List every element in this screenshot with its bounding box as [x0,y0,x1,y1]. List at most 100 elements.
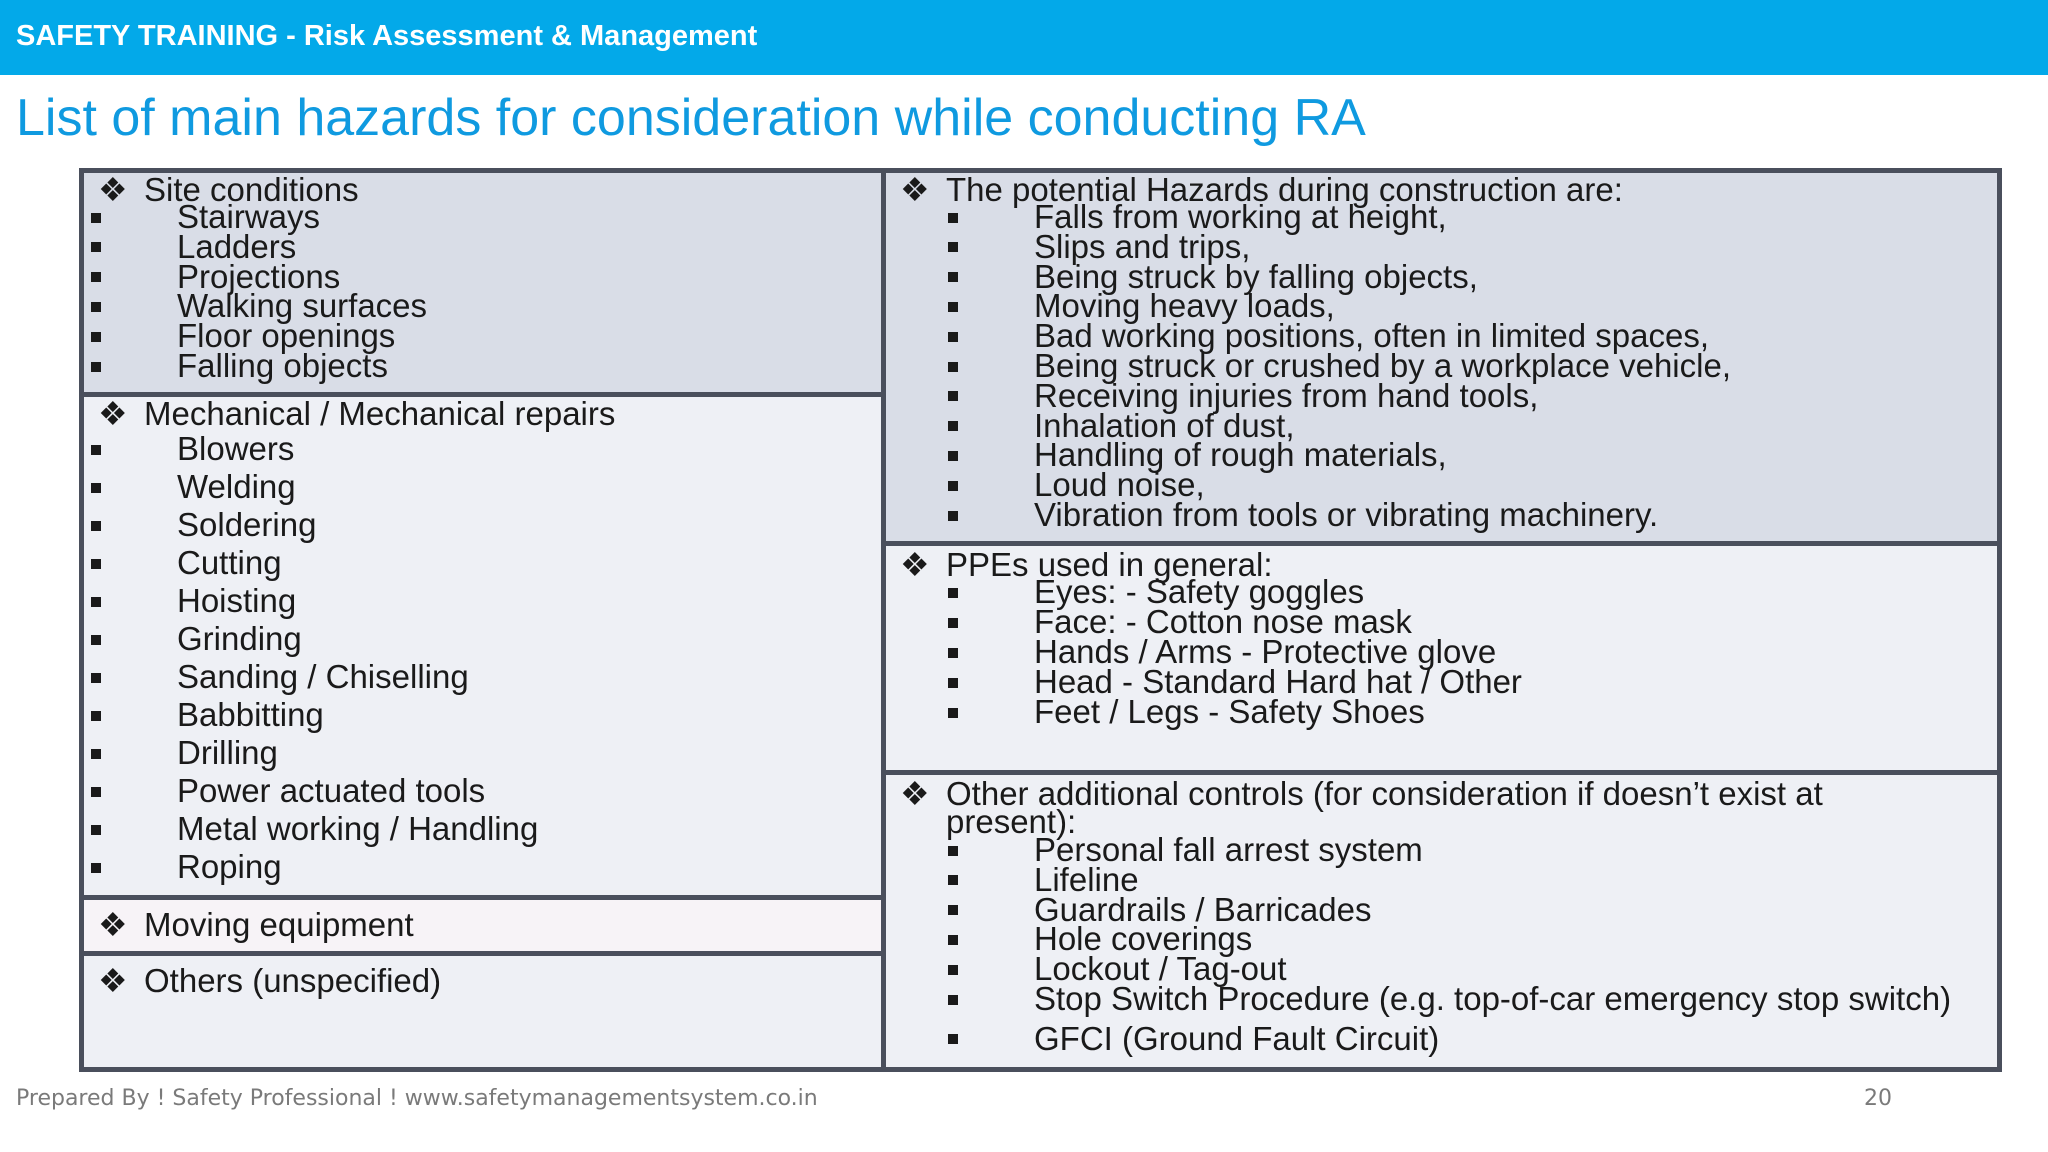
others-box [79,951,886,1072]
diamond-bullet-icon: ❖ [98,171,128,208]
page-number: 20 [1864,1086,1892,1111]
list-item-label: Slips and trips, [1034,227,1251,265]
list-item-label: Roping [177,848,282,885]
list-item-label: Feet / Legs - Safety Shoes [1034,693,1425,730]
list-item-label: Inhalation of dust, [1034,406,1295,444]
list-item-label: Babbitting [177,696,324,733]
list-item-label: Stairways [177,198,321,235]
square-bullet-icon [91,444,101,455]
list-item-label: Guardrails / Barricades [1034,890,1372,928]
square-bullet-icon [948,617,958,628]
list-item-label: Walking surfaces [177,287,428,325]
list-item-label: Soldering [177,506,317,543]
square-bullet-icon [948,301,958,312]
list-item-label: Welding [177,468,296,505]
list-item-label: Ladders [177,227,297,265]
square-bullet-icon [948,331,958,342]
controls-heading-continued: present): [946,803,1077,840]
diamond-bullet-icon: ❖ [98,395,128,432]
list-item-label: Hoisting [177,582,297,619]
list-item-label: Lifeline [1034,860,1139,898]
list-item-label: Power actuated tools [177,772,486,809]
square-bullet-icon [91,862,101,873]
square-bullet-icon [91,301,101,312]
diamond-bullet-icon: ❖ [900,171,930,208]
square-bullet-icon [948,480,958,491]
square-bullet-icon [948,905,958,916]
square-bullet-icon [91,361,101,372]
list-item-label: Personal fall arrest system [1034,831,1423,868]
diamond-bullet-icon: ❖ [98,906,128,943]
list-item-label: Head - Standard Hard hat / Other [1034,663,1522,700]
list-item-label: Eyes: - Safety goggles [1034,573,1365,610]
additional-controls-box [881,770,2002,1072]
ppe-heading: ❖PPEs used in general: [900,546,1273,583]
header-bar: SAFETY TRAINING - Risk Assessment & Mana… [0,0,2048,75]
header-title: SAFETY TRAINING - Risk Assessment & Mana… [16,20,758,52]
square-bullet-icon [91,748,101,759]
list-item-label: GFCI (Ground Fault Circuit) [1034,1019,1440,1057]
site-conditions-heading: ❖Site conditions [98,171,359,208]
square-bullet-icon [948,510,958,521]
square-bullet-icon [91,272,101,283]
square-bullet-icon [91,786,101,797]
square-bullet-icon [91,212,101,223]
list-item-label: Handling of rough materials, [1034,436,1447,474]
diamond-bullet-icon: ❖ [98,962,128,999]
list-item-label: Hands / Arms - Protective glove [1034,633,1497,670]
list-item-label: Face: - Cotton nose mask [1034,603,1412,640]
square-bullet-icon [948,587,958,598]
list-item-label: Falling objects [177,347,388,384]
square-bullet-icon [948,361,958,372]
controls-heading: ❖Other additional controls (for consider… [900,775,1823,812]
diamond-bullet-icon: ❖ [900,775,930,812]
square-bullet-icon [948,421,958,432]
square-bullet-icon [948,875,958,886]
square-bullet-icon [948,450,958,461]
list-item-label: Grinding [177,620,302,657]
list-item-label: Cutting [177,544,282,581]
list-item-label: Stop Switch Procedure (e.g. top-of-car e… [1034,980,1952,1017]
diamond-bullet-icon: ❖ [900,546,930,583]
square-bullet-icon [948,212,958,223]
list-item-label: Vibration from tools or vibrating machin… [1034,496,1659,533]
square-bullet-icon [948,647,958,658]
square-bullet-icon [91,482,101,493]
list-item-label: Falls from working at height, [1034,198,1447,235]
others-heading: ❖Others (unspecified) [98,962,442,999]
square-bullet-icon [948,845,958,856]
square-bullet-icon [948,677,958,688]
moving-equipment-heading: ❖Moving equipment [98,906,414,943]
square-bullet-icon [948,964,958,975]
square-bullet-icon [91,558,101,569]
list-item-label: Loud noise, [1034,466,1205,504]
construction-heading: ❖The potential Hazards during constructi… [900,171,1623,208]
list-item-label: Being struck or crushed by a workplace v… [1034,347,1731,384]
list-item-label: Blowers [177,430,295,467]
square-bullet-icon [91,520,101,531]
list-item-label: Being struck by falling objects, [1034,257,1478,295]
list-item-label: Lockout / Tag-out [1034,950,1287,988]
mechanical-box [79,392,886,900]
square-bullet-icon [91,634,101,645]
square-bullet-icon [91,242,101,253]
ppe-box [881,541,2002,775]
page-title: List of main hazards for consideration w… [16,89,1366,147]
square-bullet-icon [948,1034,958,1045]
list-item-label: Metal working / Handling [177,810,539,847]
square-bullet-icon [948,242,958,253]
list-item-label: Drilling [177,734,278,771]
list-item-label: Receiving injuries from hand tools, [1034,376,1539,414]
construction-hazards-box [881,168,2002,546]
square-bullet-icon [91,710,101,721]
square-bullet-icon [91,824,101,835]
square-bullet-icon [948,994,958,1005]
square-bullet-icon [948,934,958,945]
list-item-label: Bad working positions, often in limited … [1034,317,1710,355]
list-item-label: Sanding / Chiselling [177,658,469,695]
square-bullet-icon [91,596,101,607]
square-bullet-icon [91,672,101,683]
square-bullet-icon [948,272,958,283]
square-bullet-icon [91,331,101,342]
square-bullet-icon [948,391,958,402]
